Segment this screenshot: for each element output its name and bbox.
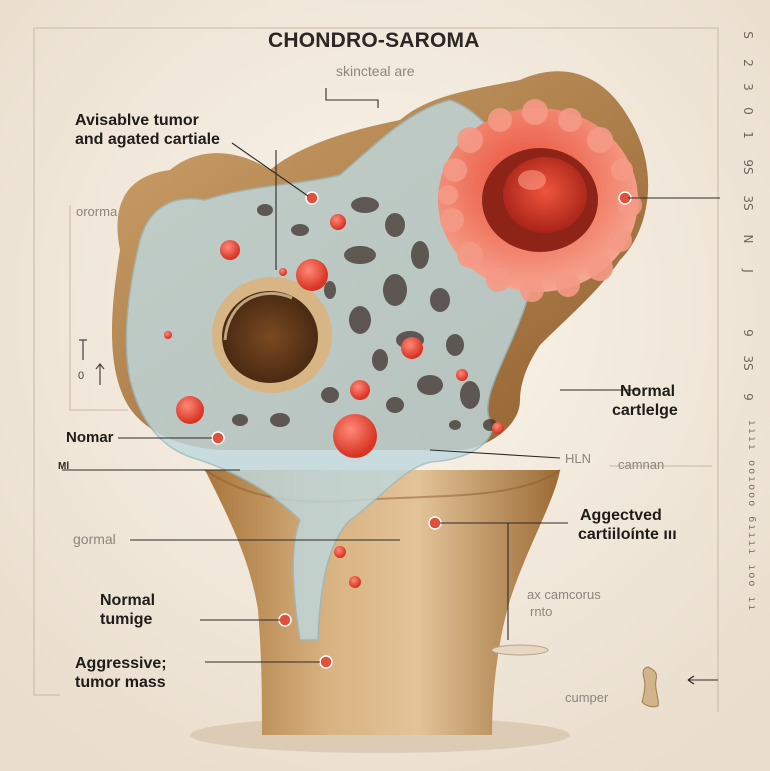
scale-tick: 3S — [741, 350, 755, 376]
label-hln: HLN — [565, 452, 591, 466]
label-avisable-line1: Avisablve tumor — [75, 112, 199, 129]
label-aggectved-line2: cartiiloínte ııı — [578, 526, 677, 543]
scale-tick: 9 — [741, 384, 755, 410]
label-ax-cancorous-line2: rnto — [530, 605, 552, 619]
label-aggressive-line1: Aggressive; — [75, 655, 167, 672]
label-cumper: cumper — [565, 691, 608, 705]
label-camnan: camnan — [618, 458, 664, 472]
label-ororma: ororma — [76, 205, 117, 219]
label-avisable-line2: and agated cartiale — [75, 131, 220, 148]
scale-tick: 1 — [741, 122, 755, 148]
diagram-title: CHONDRO-SAROMA — [268, 30, 480, 53]
label-aggectved-line1: Aggectved — [580, 507, 662, 524]
label-normal-cartilage-line2: cartlelge — [612, 402, 678, 419]
label-normal-tumige-line1: Normal — [100, 592, 155, 609]
scale-tick: S — [741, 22, 755, 48]
label-aggressive-line2: tumor mass — [75, 674, 166, 691]
scale-tick: 0 — [741, 98, 755, 124]
scale-tick: 9 — [741, 320, 755, 346]
label-small-zero: 0 — [78, 371, 84, 383]
scale-tick: N — [741, 226, 755, 252]
right-vertical-text: ıııı ooıooo 6ıııı ıoo ıı — [739, 420, 757, 680]
label-ml: Ml — [58, 462, 69, 473]
label-ax-cancorous-line1: ax camcorus — [527, 588, 601, 602]
label-skincteal: skincteal are — [336, 64, 415, 79]
label-normal-cartilage-line1: Normal — [620, 383, 675, 400]
label-normal-tumige-line2: tumige — [100, 611, 152, 628]
scale-tick: J — [741, 258, 755, 284]
scale-tick: 2 — [741, 50, 755, 76]
scale-tick: 3 — [741, 74, 755, 100]
label-nomar: Nomar — [66, 430, 114, 446]
label-gormal: gormal — [73, 532, 116, 547]
scale-tick: 3S — [741, 190, 755, 216]
scale-tick: 9S — [741, 154, 755, 180]
